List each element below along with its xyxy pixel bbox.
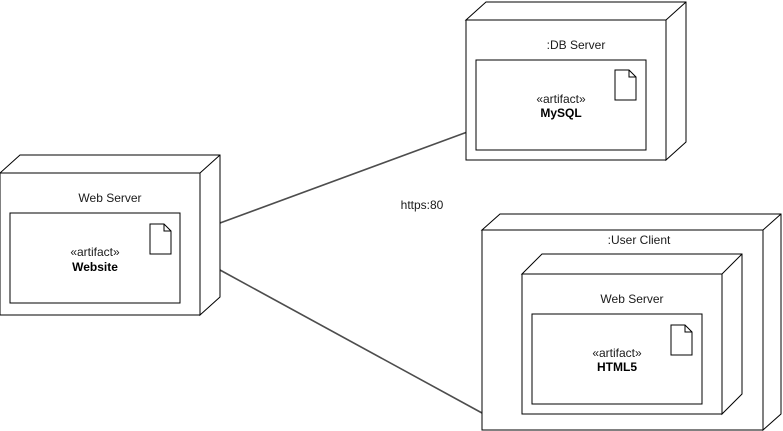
node-user-client-title: :User Client	[608, 233, 671, 247]
node-user-client[interactable]: :User Client Web Server «artifact» HTML5	[480, 213, 782, 431]
node-db-server[interactable]: :DB Server «artifact» MySQL	[464, 1, 687, 162]
document-icon	[149, 223, 172, 255]
artifact-html5[interactable]: «artifact» HTML5	[531, 313, 703, 405]
node-web-server-title: Web Server	[78, 191, 141, 205]
artifact-website[interactable]: «artifact» Website	[9, 212, 181, 304]
document-icon	[614, 69, 637, 101]
artifact-html5-name: HTML5	[597, 360, 637, 374]
document-icon	[670, 324, 693, 356]
artifact-mysql[interactable]: «artifact» MySQL	[475, 59, 647, 151]
artifact-html5-stereotype: «artifact»	[592, 346, 642, 360]
edge-web-to-client[interactable]	[219, 269, 483, 414]
node-web-server[interactable]: Web Server «artifact» Website	[0, 154, 221, 317]
artifact-mysql-stereotype: «artifact»	[536, 92, 586, 106]
artifact-website-stereotype: «artifact»	[70, 245, 120, 259]
edge-web-to-db[interactable]	[219, 130, 471, 224]
node-inner-web-server[interactable]: Web Server «artifact» HTML5	[520, 253, 743, 416]
artifact-mysql-name: MySQL	[540, 106, 581, 120]
node-inner-web-server-title: Web Server	[600, 292, 663, 306]
node-db-server-title: :DB Server	[547, 38, 606, 52]
artifact-website-name: Website	[72, 260, 118, 274]
connection-label: https:80	[401, 198, 444, 212]
